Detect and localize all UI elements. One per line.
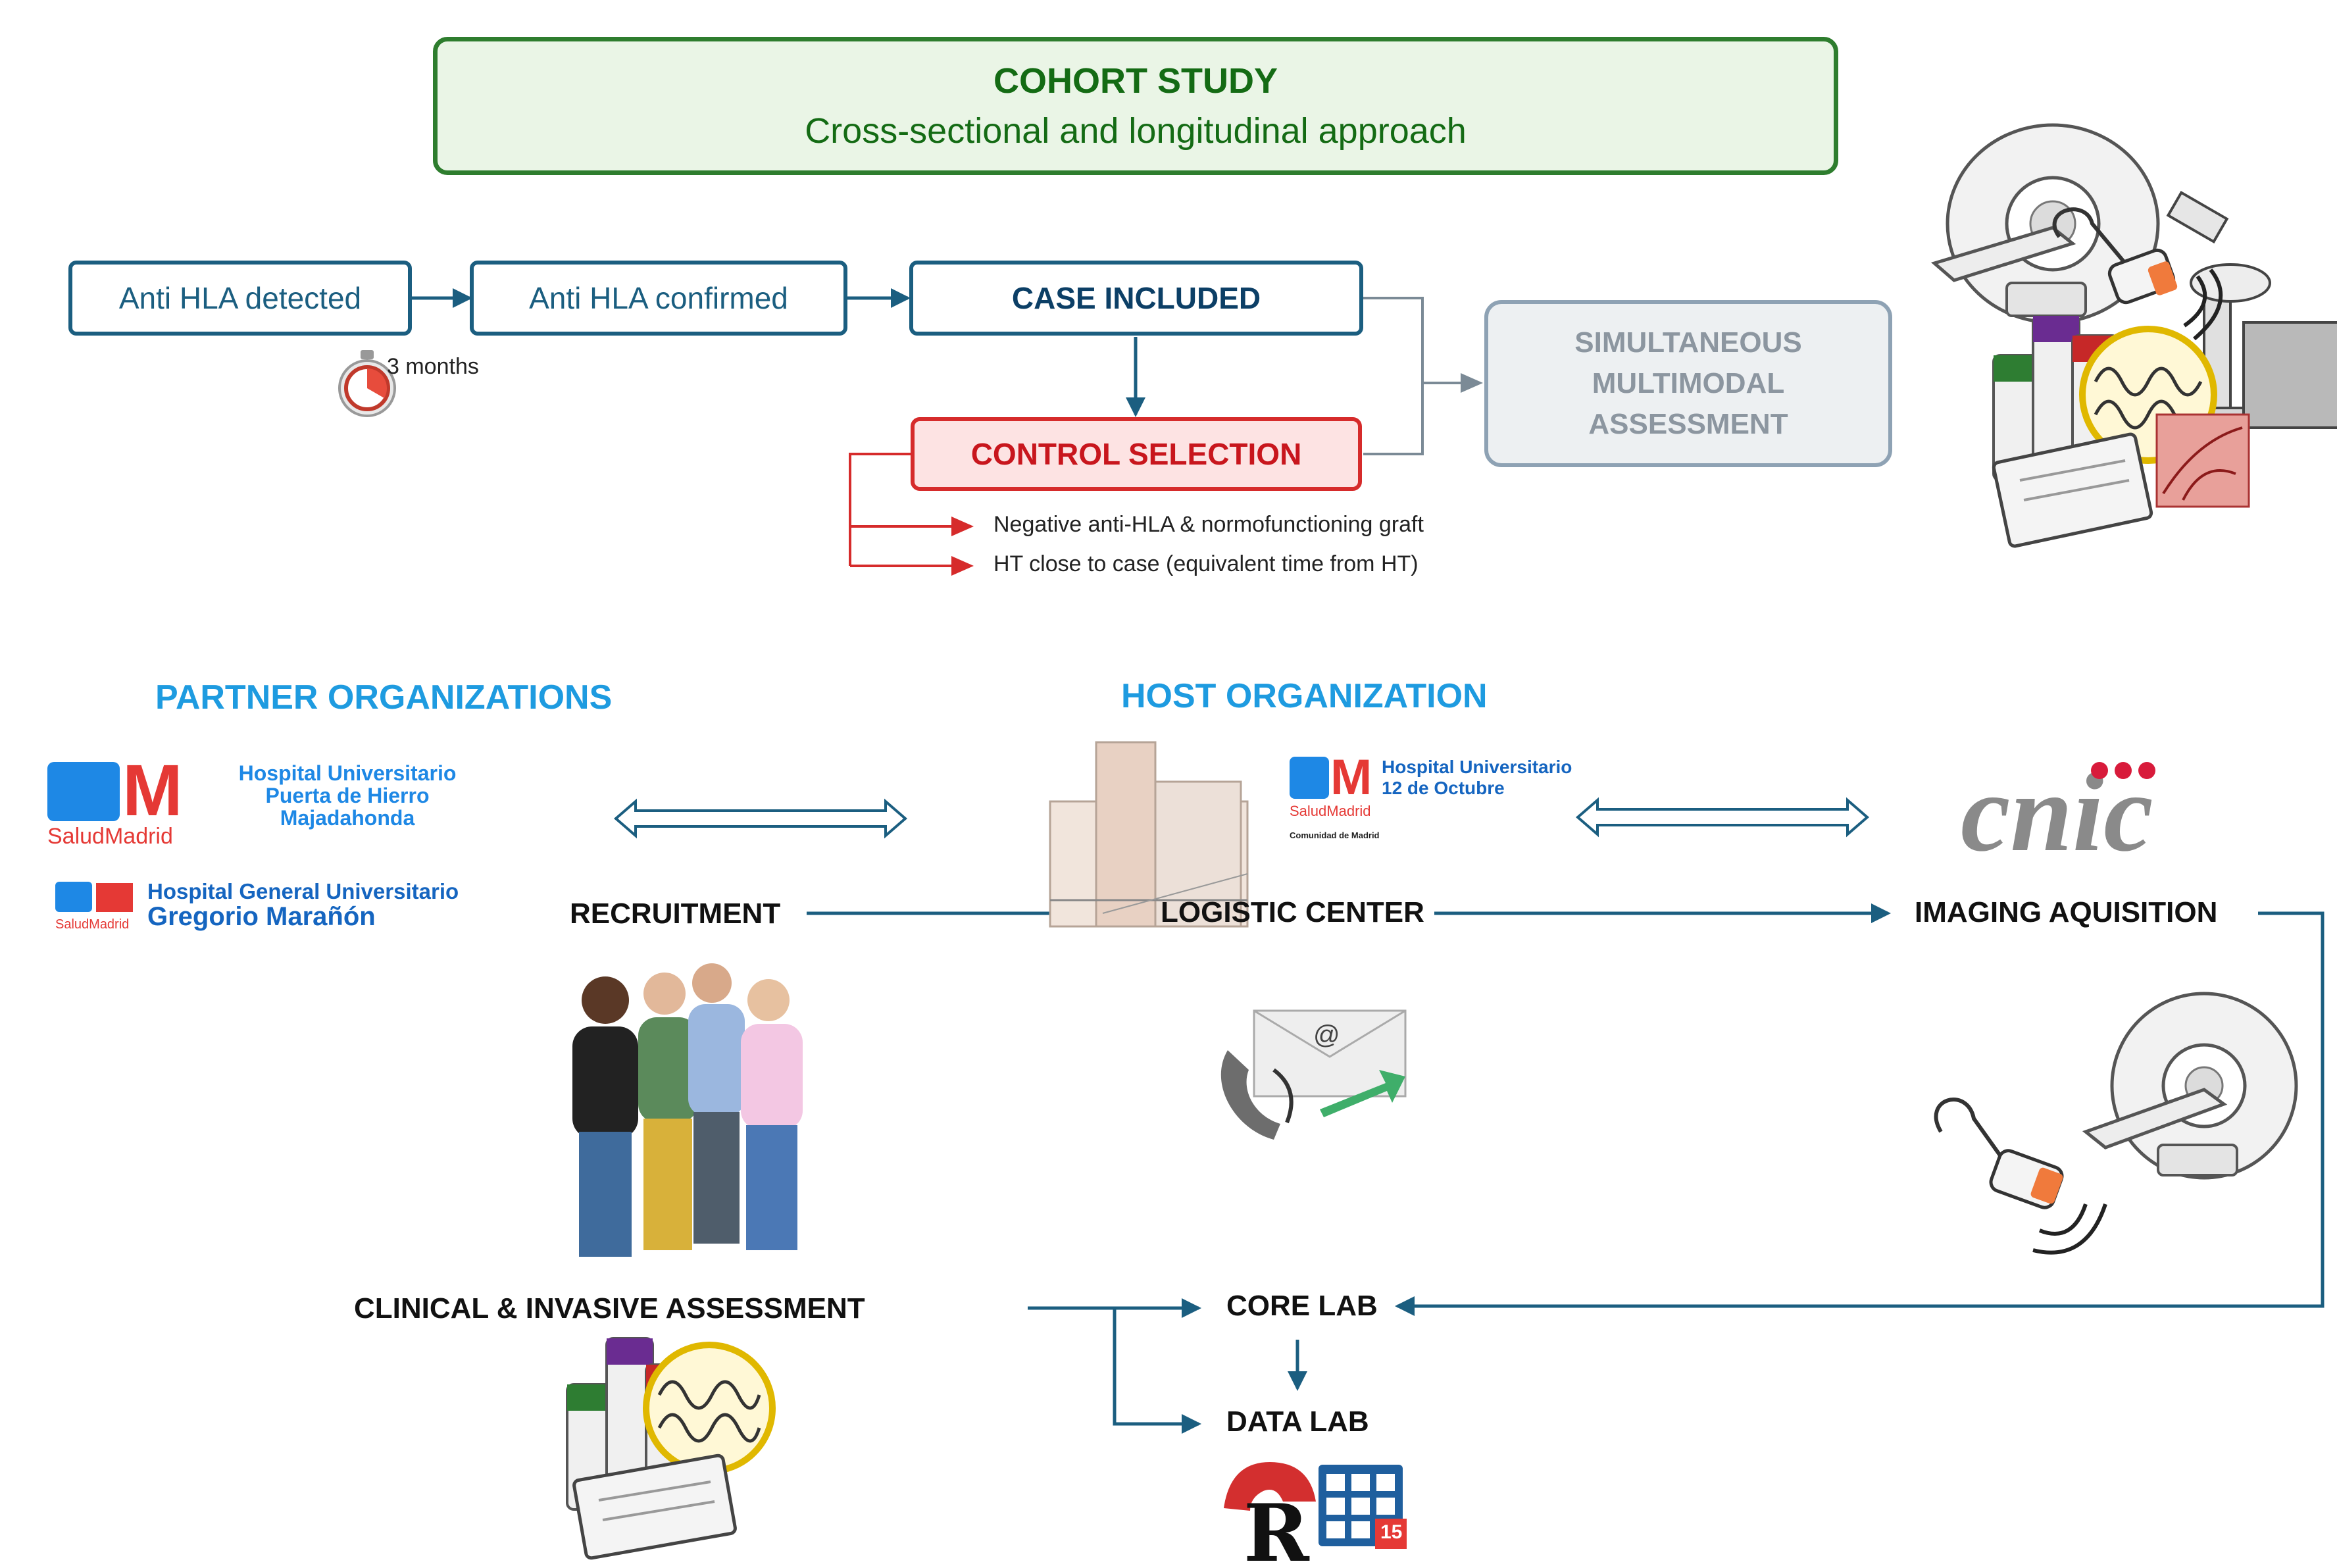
bracket-to-assessment	[1363, 297, 1424, 455]
imaging-to-corelab-line	[1395, 911, 2324, 1316]
doce-de-octubre-name: Hospital Universitario 12 de Octubre	[1382, 757, 1572, 799]
control-selection-label: CONTROL SELECTION	[970, 437, 1302, 471]
patients-group-icon	[572, 963, 803, 1257]
hospital-line-3: Majadahonda	[280, 806, 415, 830]
hospital-line-2: Gregorio Marañón	[147, 902, 376, 931]
control-criterion-2: HT close to case (equivalent time from H…	[993, 551, 1419, 576]
data-lab-label: DATA LAB	[1226, 1405, 1369, 1438]
salud-madrid-cross-icon	[47, 762, 120, 821]
clipboard-icon	[1992, 432, 2153, 548]
simultaneous-assessment-box: SIMULTANEOUS MULTIMODAL ASSESSMENT	[1484, 300, 1892, 467]
clipboard-icon	[572, 1454, 737, 1560]
hospital-line-2: 12 de Octubre	[1382, 778, 1505, 798]
assessment-line-1: SIMULTANEOUS	[1574, 326, 1802, 359]
m-letter-icon: M	[122, 750, 183, 831]
anti-hla-confirmed-box: Anti HLA confirmed	[470, 261, 847, 336]
cnic-dot-icon	[2138, 762, 2155, 779]
cohort-study-banner: COHORT STUDY Cross-sectional and longitu…	[433, 37, 1838, 175]
mri-scanner-icon	[2082, 992, 2298, 1180]
core-lab-label: CORE LAB	[1226, 1290, 1378, 1322]
clinical-invasive-label: CLINICAL & INVASIVE ASSESSMENT	[354, 1292, 865, 1325]
cnic-dot-icon	[2115, 762, 2132, 779]
assessment-line-2: MULTIMODAL	[1592, 367, 1785, 399]
phone-email-icon: @	[1220, 1009, 1407, 1140]
anti-hla-confirmed-label: Anti HLA confirmed	[529, 281, 788, 315]
cohort-title: COHORT STUDY	[993, 61, 1278, 101]
case-included-label: CASE INCLUDED	[1011, 281, 1261, 315]
anti-hla-detected-box: Anti HLA detected	[68, 261, 412, 336]
recruitment-label: RECRUITMENT	[570, 898, 781, 930]
arrow-clinical-to-datalab	[1113, 1308, 1201, 1434]
spss-calendar-icon	[1319, 1465, 1407, 1549]
stopwatch-icon	[338, 350, 396, 417]
anti-hla-detected-label: Anti HLA detected	[118, 281, 362, 315]
cnic-dot-icon	[2091, 762, 2108, 779]
hospital-line-1: Hospital General Universitario	[147, 879, 459, 903]
ultrasound-probe-icon	[1934, 1098, 2107, 1255]
salud-madrid-label: SaludMadrid	[1290, 803, 1371, 819]
puerta-de-hierro-name: Hospital Universitario Puerta de Hierro …	[216, 762, 479, 829]
salud-madrid-cross-icon	[1290, 757, 1329, 799]
angiogram-image	[2155, 413, 2250, 508]
hospital-building-icon	[1049, 741, 1249, 928]
salud-madrid-label: SaludMadrid	[47, 824, 173, 849]
comunidad-madrid-label: Comunidad de Madrid	[1290, 830, 1380, 840]
interval-label: 3 months	[387, 354, 479, 379]
ultrasound-probe-icon	[2052, 207, 2223, 341]
control-selection-box: CONTROL SELECTION	[911, 417, 1362, 491]
control-criterion-1: Negative anti-HLA & normofunctioning gra…	[993, 512, 1424, 537]
imaging-acquisition-label: IMAGING AQUISITION	[1915, 896, 2218, 928]
control-bracket	[849, 453, 911, 566]
cohort-subtitle: Cross-sectional and longitudinal approac…	[805, 111, 1467, 151]
assessment-line-3: ASSESSMENT	[1588, 408, 1788, 440]
svg-text:R: R	[1244, 1487, 1310, 1568]
hospital-line-2: Puerta de Hierro	[265, 784, 430, 807]
doce-de-octubre-logo: M SaludMadrid Hospital Universitario 12 …	[1290, 749, 1572, 846]
salud-madrid-cross-icon	[55, 882, 92, 912]
ecg-wave-icon	[643, 1342, 776, 1475]
hospital-line-1: Hospital Universitario	[238, 761, 457, 785]
case-included-box: CASE INCLUDED	[909, 261, 1363, 336]
host-organization-heading: HOST ORGANIZATION	[1121, 677, 1488, 715]
madrid-flag-icon	[96, 883, 133, 912]
logistic-center-label: LOGISTIC CENTER	[1161, 896, 1424, 928]
partner-host-link	[613, 798, 908, 839]
partner-organizations-heading: PARTNER ORGANIZATIONS	[155, 678, 613, 717]
svg-text:@: @	[1313, 1021, 1340, 1050]
r-software-icon: R	[1224, 1462, 1316, 1568]
host-cnic-link	[1575, 797, 1870, 838]
spss-version-badge: 15	[1380, 1521, 1403, 1543]
salud-madrid-label: SaludMadrid	[55, 917, 130, 932]
puerta-de-hierro-logo: M SaludMadrid Hospital Universitario Pue…	[43, 750, 471, 850]
hospital-line-1: Hospital Universitario	[1382, 757, 1572, 777]
gregorio-maranon-name: Hospital General Universitario Gregorio …	[147, 879, 459, 931]
m-letter-icon: M	[1330, 749, 1372, 805]
gregorio-maranon-logo: SaludMadrid Hospital General Universitar…	[53, 879, 513, 938]
cnic-logo: cnic	[1961, 750, 2198, 875]
